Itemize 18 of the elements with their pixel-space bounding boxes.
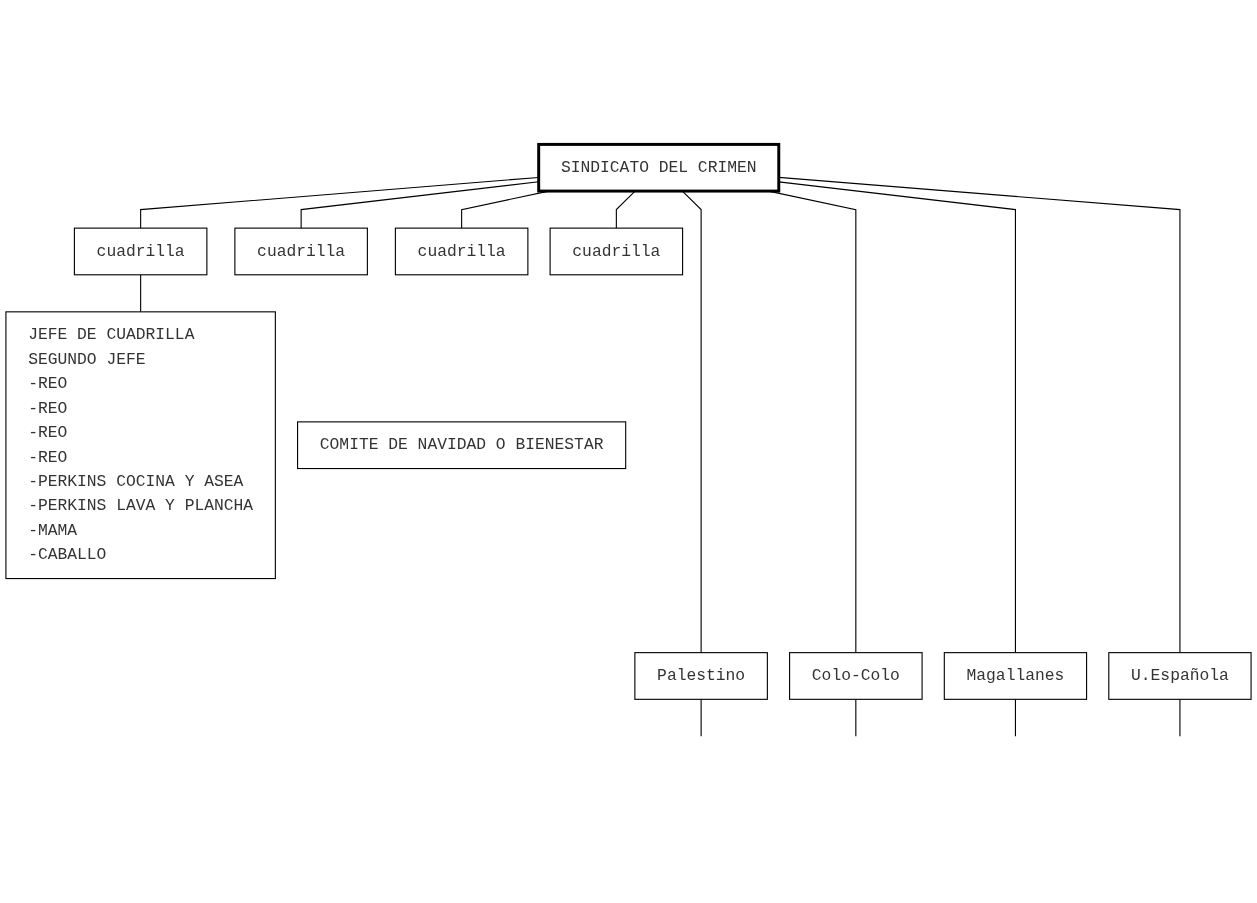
node-box: Colo-Colo: [789, 652, 923, 700]
node-box: JEFE DE CUADRILLA SEGUNDO JEFE -REO -REO -REO -REO -PERKINS COCINA Y ASEA -PERKINS LAVA Y PLANCHA -MAMA -CABALLO: [5, 311, 276, 580]
connector: [700, 698, 702, 737]
connector: [1179, 698, 1181, 737]
node-box: cuadrilla: [394, 227, 529, 276]
node-box: cuadrilla: [73, 227, 208, 276]
node-box: cuadrilla: [234, 227, 368, 276]
connector: [1014, 698, 1016, 737]
node-box: COMITE DE NAVIDAD O BIENESTAR: [297, 421, 627, 470]
connector: [140, 274, 142, 313]
connector: [855, 698, 857, 737]
node-box: SINDICATO DEL CRIMEN: [537, 142, 781, 193]
node-box: cuadrilla: [549, 227, 684, 276]
node-box: Magallanes: [943, 652, 1088, 700]
node-box: U.Española: [1108, 652, 1252, 700]
connector: [778, 181, 1016, 654]
connector: [778, 176, 1181, 654]
node-box: Palestino: [634, 652, 768, 700]
